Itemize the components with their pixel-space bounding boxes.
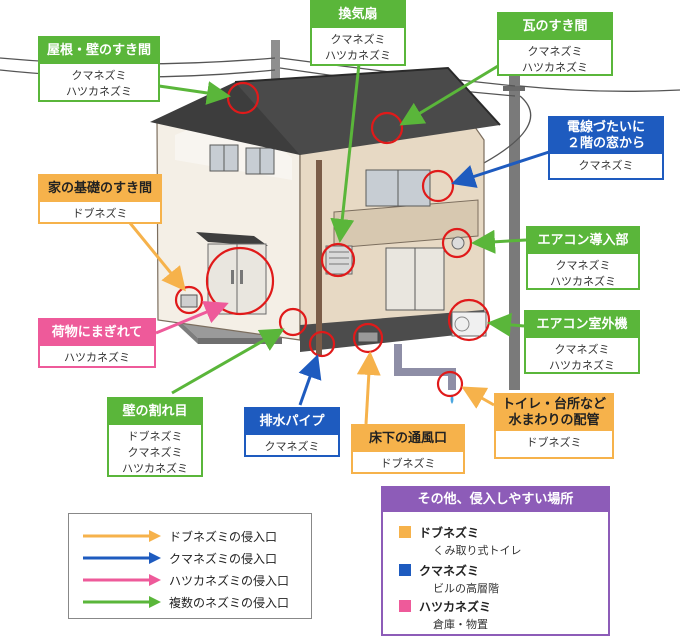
- rat-name: ハツカネズミ: [64, 351, 130, 364]
- callout-title: エアコン室外機: [526, 312, 638, 338]
- callout-luggage: 荷物にまぎれて ハツカネズミ: [38, 318, 156, 368]
- callout-tile-gap: 瓦のすき間 クマネズミハツカネズミ: [497, 12, 613, 76]
- rat-name: クマネズミ: [419, 564, 480, 578]
- orange-square-icon: [399, 526, 411, 538]
- entry-point-circles: [174, 81, 491, 398]
- rat-name: クマネズミ: [554, 343, 610, 356]
- legend-label: ハツカネズミの侵入口: [169, 574, 290, 588]
- arrow-legend: ドブネズミの侵入口 クマネズミの侵入口 ハツカネズミの侵入口 複数のネズミの侵入…: [68, 513, 312, 619]
- house-roof: [150, 66, 501, 155]
- callout-foundation-gap: 家の基礎のすき間 ドブネズミ: [38, 174, 162, 224]
- callout-drain-pipe: 排水パイプ クマネズミ: [244, 407, 340, 457]
- pointer-arrows: [128, 63, 550, 425]
- callout-ventilation-fan: 換気扇 クマネズミハツカネズミ: [310, 0, 406, 66]
- callout-title: 荷物にまぎれて: [40, 320, 154, 346]
- callout-roof-wall-gap: 屋根・壁のすき間 クマネズミハツカネズミ: [38, 36, 160, 102]
- callout-title: エアコン導入部: [528, 228, 638, 254]
- rat-name: クマネズミ: [127, 446, 183, 459]
- callout-title: 換気扇: [312, 2, 404, 28]
- callout-wall-crack: 壁の割れ目 ドブネズミクマネズミハツカネズミ: [107, 397, 203, 477]
- place-name: ビルの高層階: [433, 582, 499, 595]
- rat-name: ハツカネズミ: [66, 85, 132, 98]
- other-places-box: その他、侵入しやすい場所 ドブネズミ くみ取り式トイレ クマネズミ ビルの高層階…: [381, 486, 610, 636]
- pink-arrow-icon: [83, 574, 161, 586]
- callout-title: 家の基礎のすき間: [40, 176, 160, 202]
- rat-name: ハツカネズミ: [522, 61, 588, 74]
- legend-label: ドブネズミの侵入口: [169, 530, 278, 544]
- rat-name: ドブネズミ: [127, 430, 183, 443]
- rat-name: クマネズミ: [71, 69, 127, 82]
- rat-name: クマネズミ: [527, 45, 583, 58]
- legend-label: 複数のネズミの侵入口: [169, 596, 290, 610]
- callout-title: 壁の割れ目: [109, 399, 201, 425]
- callout-title: 排水パイプ: [246, 409, 338, 435]
- blue-arrow-icon: [83, 552, 161, 564]
- rat-name: ハツカネズミ: [550, 275, 616, 288]
- orange-arrow-icon: [83, 530, 161, 542]
- place-name: くみ取り式トイレ: [433, 544, 522, 557]
- green-arrow-icon: [83, 596, 161, 608]
- callout-underfloor-vent: 床下の通風口 ドブネズミ: [351, 424, 465, 474]
- callout-title: 瓦のすき間: [499, 14, 611, 40]
- rat-name: ハツカネズミ: [122, 462, 188, 475]
- place-name: 倉庫・物置: [433, 618, 488, 631]
- rat-name: クマネズミ: [330, 33, 386, 46]
- rat-name: クマネズミ: [555, 259, 611, 272]
- rat-name: ドブネズミ: [380, 457, 436, 470]
- rat-name: ドブネズミ: [419, 526, 480, 540]
- rat-name: ハツカネズミ: [549, 359, 615, 372]
- house-right-wall: [299, 119, 487, 404]
- rat-name: ドブネズミ: [72, 207, 128, 220]
- rat-name: ハツカネズミ: [419, 600, 492, 614]
- blue-square-icon: [399, 564, 411, 576]
- callout-wire-window: 電線づたいに ２階の窓から クマネズミ: [548, 116, 664, 180]
- rat-name: クマネズミ: [264, 440, 320, 453]
- callout-ac-inlet: エアコン導入部 クマネズミハツカネズミ: [526, 226, 640, 290]
- callout-title: 電線づたいに ２階の窓から: [550, 118, 662, 154]
- callout-title: 床下の通風口: [353, 426, 463, 452]
- callout-title: トイレ・台所など 水まわりの配管: [496, 395, 612, 431]
- other-places-title: その他、侵入しやすい場所: [383, 488, 608, 512]
- legend-label: クマネズミの侵入口: [169, 552, 278, 566]
- callout-title: 屋根・壁のすき間: [40, 38, 158, 64]
- pink-square-icon: [399, 600, 411, 612]
- rat-name: ハツカネズミ: [325, 49, 391, 62]
- callout-ac-outdoor-unit: エアコン室外機 クマネズミハツカネズミ: [524, 310, 640, 374]
- house-left-wall: [156, 89, 301, 341]
- rat-name: ドブネズミ: [526, 436, 582, 449]
- callout-water-piping: トイレ・台所など 水まわりの配管 ドブネズミ: [494, 393, 614, 459]
- rat-name: クマネズミ: [578, 159, 634, 172]
